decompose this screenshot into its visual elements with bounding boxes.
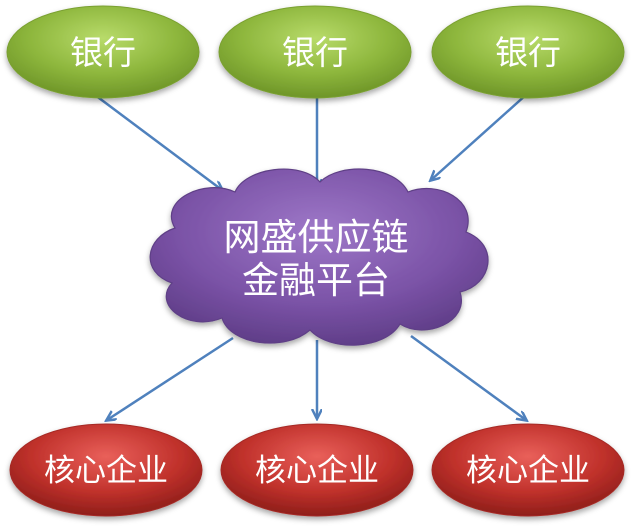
enterprise-label-3: 核心企业 <box>466 453 590 489</box>
bank-node-3: 银行 <box>431 5 625 99</box>
bank-label-2: 银行 <box>282 33 348 72</box>
arrow-platform-to-enterprise1 <box>107 336 234 420</box>
platform-cloud <box>149 168 489 346</box>
arrow-bank3-to-platform <box>431 93 528 180</box>
bank-node-2: 银行 <box>218 5 412 99</box>
enterprise-label-2: 核心企业 <box>255 453 379 489</box>
enterprise-label-1: 核心企业 <box>44 453 168 489</box>
bank-label-3: 银行 <box>495 33 561 72</box>
enterprise-node-2: 核心企业 <box>220 423 414 517</box>
bank-label-1: 银行 <box>70 33 136 72</box>
platform-title-line1: 网盛供应链 <box>224 216 409 259</box>
arrow-bank1-to-platform <box>94 93 222 190</box>
platform-title-line2: 金融平台 <box>242 259 390 302</box>
arrow-platform-to-enterprise3 <box>410 334 526 420</box>
enterprise-node-1: 核心企业 <box>9 423 203 517</box>
bank-node-1: 银行 <box>6 5 200 99</box>
enterprise-node-3: 核心企业 <box>431 423 625 517</box>
